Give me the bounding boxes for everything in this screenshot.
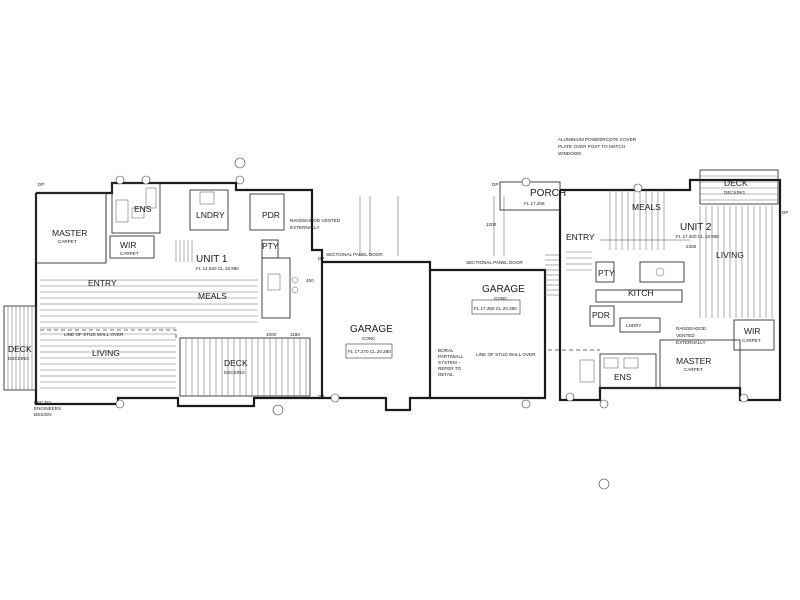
living-right-label: LIVING (716, 250, 744, 260)
pty-right-label: PTY (598, 268, 615, 278)
porch-label: PORCH (530, 188, 566, 199)
deck-mid (179, 337, 311, 397)
boral-note-3: SYSTEM - (438, 360, 460, 365)
boral-note-2: PARTIWALL (438, 354, 464, 359)
laundry-left (189, 189, 229, 231)
wir-left-sub: CARPET (120, 251, 139, 256)
stud-wall-right: LINE OF STUD WALL OVER (476, 352, 536, 357)
unit-2-label: UNIT 2 (680, 222, 712, 233)
powder-left (249, 193, 285, 231)
garage-right-sub: CONC (494, 296, 508, 301)
dim-450: 450 (306, 278, 314, 283)
dp-tag-2: DP (318, 256, 324, 261)
garage-left (322, 260, 432, 412)
laundry-right (619, 317, 661, 333)
wir-right-sub: CARPET (742, 338, 761, 343)
deck-right (699, 169, 779, 205)
garage-right-levels: FL 17.350 CL 20.360 (474, 306, 517, 311)
stud-wall-left: LINE OF STUD WALL OVER (64, 332, 124, 337)
timber-floor-hatch-right (609, 190, 773, 318)
unit-2-plan (499, 169, 782, 402)
lndry-right-label: LNDRY (626, 323, 642, 328)
grid-markers (115, 157, 749, 490)
garage-left-label: GARAGE (350, 324, 393, 335)
rangehood-right-3: EXTERNALLY (676, 340, 706, 345)
dp-tag-4: DP (782, 210, 788, 215)
dim-1000: 1000 (266, 332, 277, 337)
pdr-left-label: PDR (262, 210, 280, 220)
master-left-label: MASTER (52, 228, 87, 238)
dp-tag-5: DP (318, 394, 324, 399)
ens-left-label: ENS (134, 204, 152, 214)
pfc-note-2: ENGINEERS (34, 406, 61, 411)
garage-right (430, 268, 547, 400)
alum-note-3: WINDOWS (558, 151, 581, 156)
boral-note-5: DETAIL (438, 372, 454, 377)
meals-right-label: MEALS (632, 202, 661, 212)
kitchen-island-right (639, 261, 685, 283)
dim-2400: 2400 (686, 244, 697, 249)
entry-left-label: ENTRY (88, 278, 117, 288)
alum-note-1: ALUMINIUM POWDERCOTE COVER (558, 137, 637, 142)
entry-right-label: ENTRY (566, 232, 595, 242)
deck-mid-label: DECK (224, 358, 248, 368)
garage-left-sub: CONC (362, 336, 376, 341)
timber-floor-hatch-left (40, 279, 258, 389)
deck-right-label: DECK (724, 178, 748, 188)
partiwall-stair-hatch (545, 254, 560, 296)
wir-left-label: WIR (120, 240, 137, 250)
unit-2-levels: FL 17.400 CL 19.900 (676, 234, 719, 239)
garage-right-label: GARAGE (482, 284, 525, 295)
wir-left (109, 235, 155, 259)
pfc-note-1: PFC TO (34, 400, 51, 405)
master-right-sub: CARPET (684, 367, 703, 372)
dim-1180: 1180 (290, 332, 300, 337)
alum-note-2: PLATE OVER POST TO MATCH (558, 144, 625, 149)
dimension-lines (359, 196, 690, 256)
master-left-sub: CARPET (58, 239, 77, 244)
dim-1200: 1200 (486, 222, 497, 227)
boral-note-1: BORAL (438, 348, 454, 353)
deck-left-sub: DECKING (8, 356, 29, 361)
rangehood-right-1: RANGEHOOD (676, 326, 707, 331)
dp-tag-1: DP (38, 182, 44, 187)
rangehood-right-2: VENTED (676, 333, 695, 338)
ensuite-left (111, 182, 161, 234)
boral-note-4: REFER TO (438, 366, 461, 371)
deck-left-label: DECK (8, 344, 32, 354)
deck-mid-sub: DECKING (224, 370, 245, 375)
master-right-label: MASTER (676, 356, 711, 366)
deck-right-sub: DECKING (724, 190, 745, 195)
dp-tag-3: DP (492, 182, 498, 187)
pty-left-label: PTY (262, 241, 279, 251)
stairs-left (175, 240, 193, 262)
kitch-right-label: KITCH (628, 288, 654, 298)
wir-right-label: WIR (744, 326, 761, 336)
pdr-right-label: PDR (592, 310, 610, 320)
pantry-right (595, 261, 615, 283)
ens-right-label: ENS (614, 372, 632, 382)
lndry-left-label: LNDRY (196, 210, 225, 220)
rangehood-left-2: EXTERNALLY (290, 225, 320, 230)
unit-1-levels: FL 14.540 CL 18.980 (196, 266, 239, 271)
porch-levels: FL 17.208 (524, 201, 545, 206)
wir-right (733, 319, 775, 351)
pfc-note-3: DESIGN (34, 412, 52, 417)
sectional-door-left: SECTIONAL PANEL DOOR (326, 252, 383, 257)
sectional-door-right: SECTIONAL PANEL DOOR (466, 260, 523, 265)
kitchen-bench-left (261, 257, 291, 319)
ensuite-right (599, 353, 657, 389)
rangehood-left-1: RANGEHOOD VENTED (290, 218, 341, 223)
garage-left-levels: FL 17.270 CL 20.280 (348, 349, 391, 354)
unit-1-label: UNIT 1 (196, 254, 228, 265)
powder-right (589, 305, 615, 327)
kitchen-bench-right (595, 289, 683, 303)
master-bedroom-right (659, 339, 741, 389)
stairs-right (566, 251, 592, 271)
unit-1-plan (3, 181, 324, 408)
unit-2-outer-wall (558, 178, 782, 402)
living-left-label: LIVING (92, 348, 120, 358)
meals-left-label: MEALS (198, 291, 227, 301)
